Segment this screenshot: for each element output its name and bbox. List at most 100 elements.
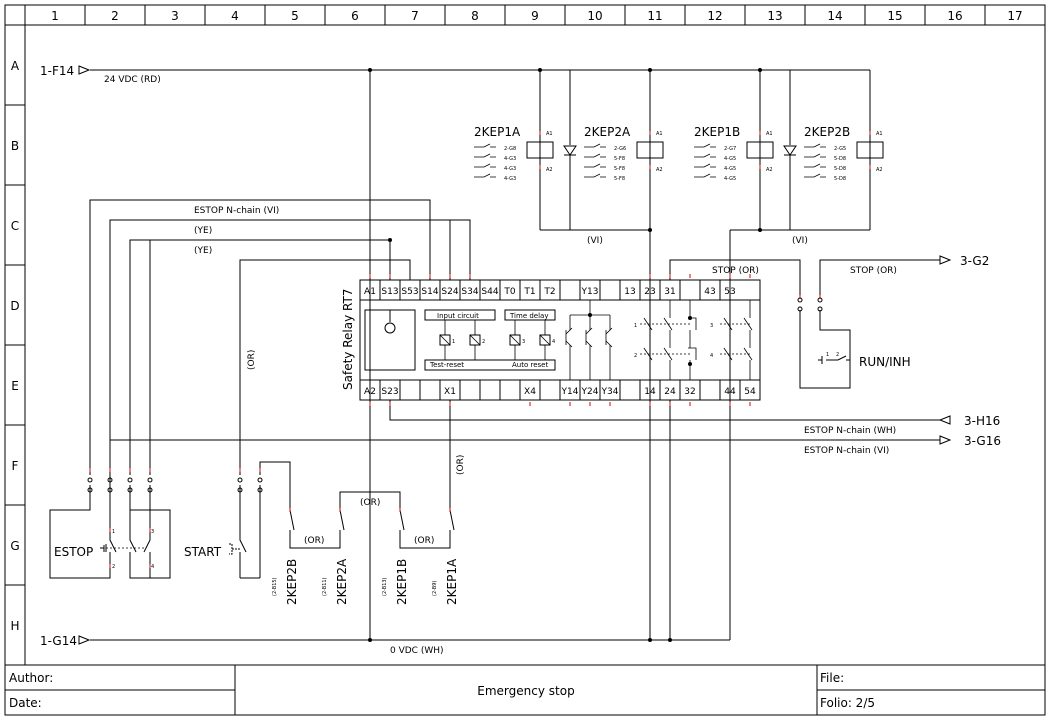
- coil-contact-symbol: [584, 153, 606, 158]
- coil-ref: 4-G3: [504, 166, 516, 172]
- coil-pin-a2: A2: [766, 167, 773, 173]
- relay-auto-reset: Auto reset: [512, 361, 548, 369]
- coil-contact-symbol: [474, 143, 496, 148]
- relay-bottom-pin: Y24: [581, 387, 599, 397]
- column-label: 7: [411, 9, 419, 23]
- device-run-inh: RUN/INH: [859, 355, 911, 369]
- wire-label-or-g3: (OR): [414, 536, 434, 546]
- coil-ref: 2-G7: [724, 146, 736, 152]
- coil-contact-symbol: [474, 173, 496, 178]
- contact-name: 2KEP1A: [445, 558, 459, 605]
- terminal-3-G16: 3-G16: [964, 434, 1001, 448]
- row-label: H: [10, 619, 19, 633]
- estop-pin-1: 1: [112, 529, 115, 535]
- row-label: B: [11, 139, 19, 153]
- coil-ref: 4-G5: [724, 156, 736, 162]
- relay-k-num-3: 3: [522, 339, 525, 345]
- relay-bottom-pin: Y34: [601, 387, 619, 397]
- relay-bottom-pin: 14: [644, 387, 656, 397]
- contacts-symbols: [87, 297, 850, 560]
- junction-dots: [368, 68, 762, 642]
- relay-bottom-pin: X1: [444, 387, 456, 397]
- column-label: 10: [587, 9, 602, 23]
- wire-label-stop-or-2: STOP (OR): [850, 266, 897, 276]
- terminal-1-G14: 1-G14: [40, 634, 77, 648]
- relay-top-pin: 13: [624, 287, 635, 297]
- terminal-1-F14: 1-F14: [40, 64, 74, 78]
- wire-label-estop-vi: ESTOP N-chain (VI): [194, 206, 279, 216]
- column-label: 6: [351, 9, 359, 23]
- column-label: 11: [647, 9, 662, 23]
- relay-test-reset: Test-reset: [429, 361, 464, 369]
- coil-contact-symbol: [474, 153, 496, 158]
- contact-ref: (2-B13): [382, 577, 388, 596]
- coil-pin-a1: A1: [766, 131, 773, 137]
- terminal-3-G2: 3-G2: [960, 254, 989, 268]
- coil-contact-symbol: [804, 173, 826, 178]
- relay-top-pin: A1: [364, 287, 376, 297]
- column-label: 3: [171, 9, 179, 23]
- column-label: 1: [51, 9, 59, 23]
- coil-ref: 5-F8: [614, 156, 625, 162]
- pin-markers: [89, 131, 871, 568]
- column-label: 13: [767, 9, 782, 23]
- relay-input-circuit: Input circuit: [437, 312, 479, 320]
- wire-label-estop-wh: ESTOP N-chain (WH): [804, 426, 896, 436]
- relay-bottom-pin: 44: [724, 387, 736, 397]
- relay-top-pin: S14: [421, 287, 438, 297]
- contact-name: 2KEP1B: [395, 559, 409, 605]
- runinh-pin-2: 2: [836, 352, 839, 358]
- relay-out-num-4: 4: [710, 353, 713, 359]
- estop-chain-wiring: [49, 199, 940, 640]
- coil-pin-a2: A2: [656, 167, 663, 173]
- wire-label-ye-2: (YE): [194, 246, 212, 256]
- column-label: 4: [231, 9, 239, 23]
- title-block-title: Emergency stop: [477, 684, 574, 698]
- relay-time-delay: Time delay: [509, 312, 548, 320]
- column-label: 16: [947, 9, 962, 23]
- wire-label-or-vertical-2: (OR): [456, 455, 466, 475]
- relay-top-pin: 43: [704, 287, 715, 297]
- relay-bottom-pin: 24: [664, 387, 676, 397]
- relay-k-num-2: 2: [482, 339, 485, 345]
- wire-label-stop-or-1: STOP (OR): [712, 266, 759, 276]
- coil-contact-symbol: [474, 163, 496, 168]
- relay-out-num-1: 1: [634, 323, 637, 329]
- relay-top-pin: 23: [644, 287, 655, 297]
- coil-ref: 4-G5: [724, 166, 736, 172]
- column-label: 14: [827, 9, 842, 23]
- column-label: 9: [531, 9, 539, 23]
- coil-symbols: [526, 141, 884, 159]
- coil-contact-symbol: [804, 143, 826, 148]
- relay-top-pin: S24: [441, 287, 458, 297]
- wire-label-vi-2: (VI): [792, 236, 808, 246]
- relay-top-pin: 31: [664, 287, 675, 297]
- relay-top-pin: S34: [461, 287, 478, 297]
- coil-pin-a2: A2: [876, 167, 883, 173]
- coil-name: 2KEP1A: [474, 125, 521, 139]
- relay-top-pin: S13: [381, 287, 398, 297]
- coil-pin-a1: A1: [876, 131, 883, 137]
- estop-pin-2: 2: [112, 564, 115, 570]
- coil-name: 2KEP2B: [804, 125, 850, 139]
- rail-label-0vdc: 0 VDC (WH): [390, 646, 444, 656]
- title-block-folio: Folio: 2/5: [820, 696, 875, 710]
- column-label: 2: [111, 9, 119, 23]
- wire-label-or-vertical: (OR): [247, 350, 257, 370]
- relay-top-pin: 53: [724, 287, 735, 297]
- coil-contact-symbol: [804, 153, 826, 158]
- coil-ref: 4-G3: [504, 156, 516, 162]
- row-label: A: [11, 59, 20, 73]
- relay-bottom-pin: 54: [744, 387, 756, 397]
- coil-pin-a1: A1: [546, 131, 553, 137]
- contact-ref: (2-B15): [272, 577, 278, 596]
- relay-top-pin: S53: [401, 287, 418, 297]
- relay-bottom-pin: 32: [684, 387, 695, 397]
- coil-ref: 5-F8: [614, 176, 625, 182]
- row-label: G: [10, 539, 19, 553]
- relay-top-pin: T2: [543, 287, 555, 297]
- coil-contact-symbol: [694, 163, 716, 168]
- relay-top-pin: T1: [523, 287, 535, 297]
- coil-pin-a2: A2: [546, 167, 553, 173]
